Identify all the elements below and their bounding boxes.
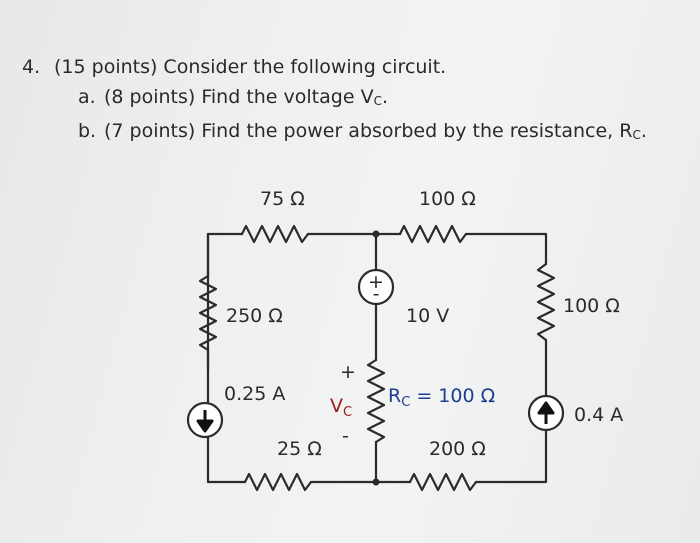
- part-b-subscript: C: [632, 128, 641, 142]
- resistor-rc-zigzag: [366, 358, 386, 444]
- label-vc: VC: [330, 395, 352, 420]
- label-r-100-top: 100 Ω: [419, 188, 476, 210]
- label-10v: 10 V: [406, 305, 449, 327]
- resistor-200-zigzag: [408, 472, 478, 492]
- label-vc-subscript: C: [343, 405, 352, 420]
- problem-header-text: (15 points) Consider the following circu…: [54, 56, 447, 78]
- part-a-text: (8 points) Find the voltage V: [104, 86, 374, 108]
- part-b: b. (7 points) Find the power absorbed by …: [22, 116, 692, 150]
- label-r-25: 25 Ω: [277, 438, 322, 460]
- label-rc-subscript: C: [401, 395, 410, 410]
- label-vc-minus: -: [342, 425, 349, 447]
- problem-statement: 4. (15 points) Consider the following cir…: [22, 52, 692, 150]
- label-current-025: 0.25 A: [224, 383, 285, 405]
- label-rc-value: = 100 Ω: [410, 385, 495, 407]
- label-r-200: 200 Ω: [429, 438, 486, 460]
- voltage-source-minus: -: [373, 283, 380, 305]
- label-rc: RC = 100 Ω: [388, 385, 495, 410]
- label-vc-plus: +: [340, 361, 356, 383]
- wire-left-bottom: [206, 435, 247, 484]
- label-r-75: 75 Ω: [260, 188, 305, 210]
- resistor-25-zigzag: [243, 472, 313, 492]
- wire-top-left: [206, 232, 244, 372]
- problem-number: 4.: [22, 56, 41, 78]
- voltage-source-plus: +: [368, 271, 384, 293]
- part-b-text: (7 points) Find the power absorbed by th…: [104, 120, 633, 142]
- resistor-250-zigzag: [198, 274, 218, 352]
- problem-header: 4. (15 points) Consider the following cir…: [22, 52, 692, 82]
- label-vc-symbol: V: [330, 395, 343, 417]
- part-a-end: .: [381, 86, 388, 108]
- label-r-100-right: 100 Ω: [563, 295, 620, 317]
- arrow-down-icon: [196, 410, 214, 433]
- wire-top-right: [464, 232, 548, 266]
- label-current-04: 0.4 A: [574, 404, 623, 426]
- part-a: a. (8 points) Find the voltage VC.: [22, 82, 692, 116]
- label-rc-symbol: R: [388, 385, 401, 407]
- arrow-up-icon: [537, 401, 555, 424]
- resistor-100-right-zigzag: [536, 262, 556, 342]
- resistor-75-zigzag: [240, 224, 310, 244]
- part-a-letter: a.: [78, 86, 96, 108]
- label-r-250: 250 Ω: [226, 305, 283, 327]
- part-b-letter: b.: [78, 120, 97, 142]
- part-b-end: .: [640, 120, 647, 142]
- part-a-subscript: C: [373, 94, 382, 108]
- resistor-100-top-zigzag: [398, 224, 468, 244]
- wire-right-bottom: [506, 428, 548, 484]
